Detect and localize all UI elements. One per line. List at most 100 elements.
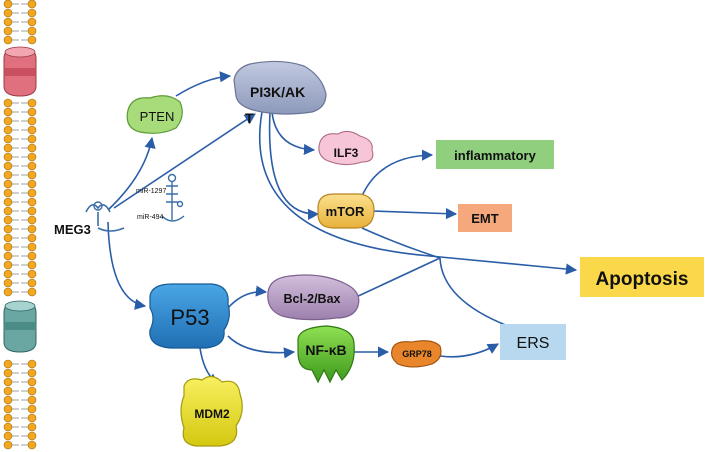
lipid-head	[3, 260, 13, 270]
lipid-head	[3, 431, 13, 441]
lipid-head	[3, 107, 13, 117]
lipid-head	[27, 233, 37, 243]
lipid-head	[27, 224, 37, 234]
lipid-head	[27, 134, 37, 144]
lipid-head	[3, 359, 13, 369]
lipid-head	[27, 431, 37, 441]
pten-label: PTEN	[140, 109, 175, 124]
lipid-head	[27, 278, 37, 288]
lipid-head	[27, 269, 37, 279]
line-junction-ers	[439, 257, 509, 327]
bcl2-bax-label: Bcl-2/Bax	[284, 292, 341, 306]
grp78-node: GRP78	[391, 340, 442, 368]
arrow-mtor-emt	[371, 208, 458, 220]
ilf3-label: ILF3	[334, 146, 359, 160]
ers-box: ERS	[500, 324, 566, 360]
lipid-head	[27, 377, 37, 387]
lipid-head	[3, 8, 13, 18]
lipid-head	[27, 170, 37, 180]
ilf3-node: ILF3	[318, 130, 374, 166]
lipid-head	[27, 152, 37, 162]
lipid-head	[3, 215, 13, 225]
lipid-head	[3, 188, 13, 198]
arrow-grp78-ers	[439, 343, 499, 358]
arrow-meg3-pi3k	[113, 113, 256, 209]
lipid-head	[27, 206, 37, 216]
lipid-head	[3, 125, 13, 135]
pi3k-akt-node: PI3K/AK T	[233, 60, 327, 126]
lipid-head	[3, 278, 13, 288]
lipid-head	[27, 197, 37, 207]
pi3k-label-line1: PI3K/AK	[250, 84, 305, 100]
emt-label: EMT	[471, 211, 499, 226]
lipid-head	[3, 287, 13, 297]
nfkb-node: NF-κB	[297, 325, 355, 384]
lipid-head	[3, 152, 13, 162]
meg3-node: MEG3	[54, 201, 125, 237]
line-pi3k-apoptosis	[258, 111, 578, 275]
pathway-arrows	[107, 71, 578, 385]
lipid-head	[27, 395, 37, 405]
lipid-head	[27, 8, 37, 18]
arrow-pten-pi3k	[175, 71, 232, 97]
pten-node: PTEN	[126, 95, 183, 134]
pi3k-label-line2: T	[245, 110, 254, 126]
lipid-head	[3, 116, 13, 126]
inflammatory-label: inflammatory	[454, 148, 536, 163]
p53-label: P53	[170, 305, 209, 330]
lipid-head	[3, 386, 13, 396]
arrow-p53-nfkb	[227, 335, 296, 359]
lipid-head	[3, 179, 13, 189]
lipid-head	[27, 26, 37, 36]
bcl2-bax-node: Bcl-2/Bax	[267, 274, 360, 321]
ers-label: ERS	[517, 335, 550, 352]
lipid-head	[27, 116, 37, 126]
nfkb-label: NF-κB	[305, 342, 346, 358]
lipid-head	[27, 359, 37, 369]
lipid-head	[3, 422, 13, 432]
lipid-head	[27, 422, 37, 432]
lipid-head	[27, 17, 37, 27]
lipid-head	[3, 134, 13, 144]
line-bcl2-junction	[353, 257, 441, 299]
lipid-head	[3, 98, 13, 108]
lipid-head	[3, 269, 13, 279]
membrane-channel-top	[3, 46, 37, 97]
lipid-head	[27, 242, 37, 252]
membrane-channel-bottom	[3, 300, 37, 353]
lipid-head	[3, 206, 13, 216]
lipid-head	[3, 197, 13, 207]
lipid-head	[27, 386, 37, 396]
lipid-head	[27, 98, 37, 108]
lipid-head	[27, 440, 37, 450]
lipid-head	[3, 17, 13, 27]
lipid-head	[3, 251, 13, 261]
lipid-head	[27, 107, 37, 117]
mdm2-label: MDM2	[194, 407, 230, 421]
p53-node: P53	[149, 283, 230, 349]
apoptosis-label: Apoptosis	[596, 269, 689, 290]
emt-box: EMT	[458, 204, 512, 232]
lipid-head	[27, 215, 37, 225]
arrow-meg3-p53	[107, 221, 147, 310]
lipid-head	[27, 404, 37, 414]
lipid-head	[3, 377, 13, 387]
lipid-head	[27, 125, 37, 135]
lipid-head	[3, 395, 13, 405]
lipid-head	[3, 368, 13, 378]
lipid-head	[27, 143, 37, 153]
apoptosis-box: Apoptosis	[580, 257, 704, 297]
lipid-head	[27, 251, 37, 261]
mtor-node: mTOR	[317, 193, 375, 229]
lipid-head	[27, 260, 37, 270]
lipid-head	[27, 368, 37, 378]
lipid-head	[3, 35, 13, 45]
mtor-label: mTOR	[326, 204, 365, 219]
grp78-label: GRP78	[402, 349, 432, 359]
lipid-head	[3, 143, 13, 153]
arrow-p53-bcl2	[227, 285, 268, 309]
lipid-head	[27, 35, 37, 45]
lipid-head	[27, 188, 37, 198]
